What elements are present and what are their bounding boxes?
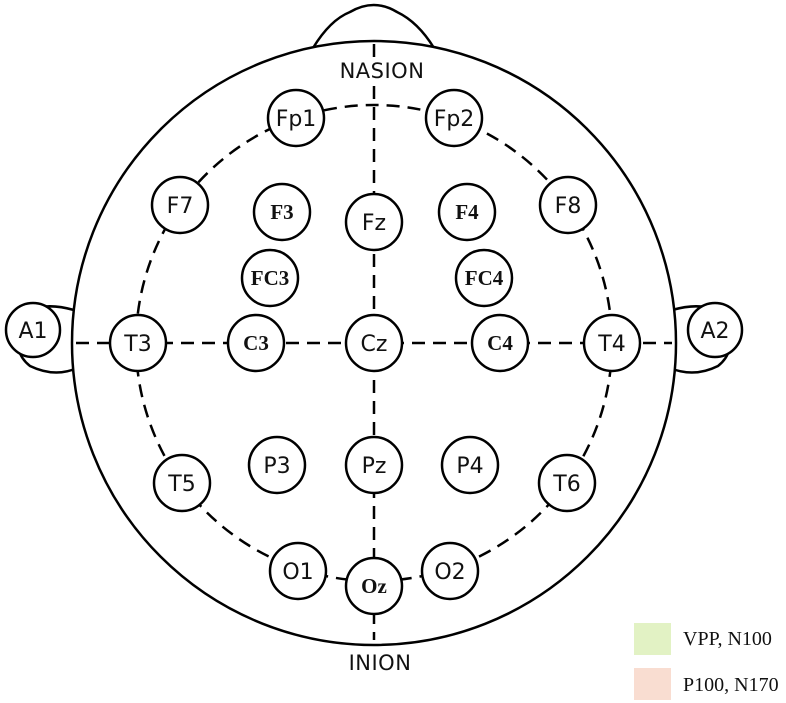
- electrode-f3: [252, 182, 312, 242]
- electrode-fp1: [266, 88, 326, 148]
- legend-swatch-peach: [634, 668, 671, 700]
- electrode-o1-label: O1: [282, 560, 313, 585]
- electrode-c4: [470, 313, 530, 373]
- electrode-labels: Fp1 Fp2 F7 F3 Fz F4 F8 FC3 FC4 T3 C3 Cz …: [123, 107, 625, 598]
- electrode-oz: [344, 556, 404, 616]
- electrode-oz-label: Oz: [361, 574, 387, 598]
- electrode-fz: [344, 192, 404, 252]
- electrode-o2: [420, 541, 480, 601]
- electrode-fc3: [240, 248, 300, 308]
- electrode-f7: [150, 175, 210, 235]
- legend-label-vpp-n100: VPP, N100: [683, 628, 772, 650]
- electrode-cz: [344, 313, 404, 373]
- electrode-t5-label: T5: [167, 472, 195, 497]
- electrode-o1: [268, 541, 328, 601]
- electrodes: [108, 88, 642, 616]
- electrode-t3: [108, 313, 168, 373]
- electrode-fc3-label: FC3: [251, 266, 290, 290]
- electrode-p3: [247, 435, 307, 495]
- electrode-o2-label: O2: [434, 560, 465, 585]
- electrode-f8: [538, 175, 598, 235]
- electrode-fp2-label: Fp2: [434, 107, 475, 132]
- electrode-a2: A2: [686, 301, 744, 359]
- electrode-c3-label: C3: [243, 331, 269, 355]
- electrode-a2-label: A2: [700, 319, 729, 344]
- electrode-f3-label: F3: [270, 200, 293, 224]
- electrode-t3-label: T3: [123, 332, 151, 357]
- electrode-a1: A1: [4, 301, 62, 359]
- electrode-p3-label: P3: [263, 454, 290, 479]
- electrode-a1-label: A1: [18, 319, 47, 344]
- electrode-pz-label: Pz: [362, 454, 387, 479]
- electrode-f7-label: F7: [167, 194, 194, 219]
- nose: [311, 3, 436, 49]
- electrode-cz-label: Cz: [361, 332, 388, 357]
- nasion-label: NASION: [340, 59, 425, 83]
- electrode-t6: [537, 453, 597, 513]
- electrode-f4: [437, 182, 497, 242]
- inion-label: INION: [349, 651, 412, 675]
- electrode-p4-label: P4: [456, 454, 483, 479]
- electrode-fz-label: Fz: [362, 211, 386, 236]
- electrode-f4-label: F4: [455, 200, 479, 224]
- electrode-fc4-label: FC4: [465, 266, 504, 290]
- electrode-t4: [582, 313, 642, 373]
- electrode-t5: [152, 453, 212, 513]
- electrode-fp2: [424, 88, 484, 148]
- electrode-fp1-label: Fp1: [276, 107, 317, 132]
- electrode-pz: [344, 435, 404, 495]
- legend: VPP, N100 P100, N170: [634, 623, 779, 700]
- legend-swatch-green: [634, 623, 671, 655]
- electrode-t6-label: T6: [552, 472, 580, 497]
- electrode-p4: [440, 435, 500, 495]
- electrode-fc4: [454, 248, 514, 308]
- electrode-c4-label: C4: [487, 331, 513, 355]
- electrode-f8-label: F8: [555, 194, 582, 219]
- electrode-c3: [226, 313, 286, 373]
- legend-label-p100-n170: P100, N170: [683, 674, 779, 696]
- electrode-t4-label: T4: [597, 332, 625, 357]
